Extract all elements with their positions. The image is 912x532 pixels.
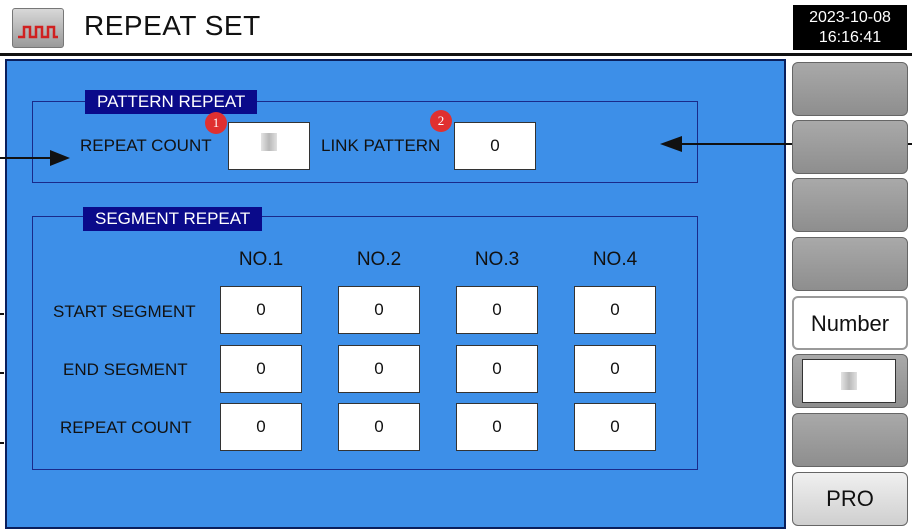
column-header-no2: NO.2	[356, 249, 402, 270]
start-segment-field-1[interactable]: 0	[220, 286, 302, 334]
badge-2: 2	[430, 110, 452, 132]
app-logo-icon[interactable]	[12, 8, 64, 48]
annotation-tick-3	[0, 442, 4, 444]
badge-1: 1	[205, 112, 227, 134]
pro-button[interactable]: PRO	[792, 472, 908, 526]
column-header-no3: NO.3	[474, 249, 520, 270]
link-pattern-field[interactable]: 0	[454, 122, 536, 170]
segment-repeat-count-field-4[interactable]: 0	[574, 403, 656, 451]
pro-button-label: PRO	[826, 486, 874, 511]
side-button-7[interactable]	[792, 413, 908, 467]
start-segment-field-3[interactable]: 0	[456, 286, 538, 334]
segment-repeat-count-field-1[interactable]: 0	[220, 403, 302, 451]
annotation-arrowhead-right	[660, 136, 682, 152]
annotation-tick-1	[0, 313, 4, 315]
main-panel: PATTERN REPEAT REPEAT COUNT 1 LINK PATTE…	[5, 59, 786, 529]
segment-repeat-count-field-2[interactable]: 0	[338, 403, 420, 451]
number-value-panel[interactable]	[792, 354, 908, 408]
side-button-4[interactable]	[792, 237, 908, 291]
pattern-repeat-title: PATTERN REPEAT	[85, 90, 258, 114]
number-button-label: Number	[810, 311, 890, 336]
date-text: 2023-10-08	[809, 9, 891, 26]
pattern-repeat-group	[32, 101, 698, 183]
end-segment-field-3[interactable]: 0	[456, 345, 538, 393]
annotation-arrow-left	[0, 157, 52, 159]
start-segment-field-4[interactable]: 0	[574, 286, 656, 334]
start-segment-label: START SEGMENT	[53, 302, 196, 321]
column-header-no4: NO.4	[592, 249, 638, 270]
annotation-arrowhead-left	[50, 150, 70, 166]
end-segment-field-2[interactable]: 0	[338, 345, 420, 393]
end-segment-field-4[interactable]: 0	[574, 345, 656, 393]
number-value-field[interactable]	[802, 359, 896, 403]
link-pattern-label: LINK PATTERN	[321, 136, 441, 155]
masked-number	[841, 372, 857, 390]
side-button-3[interactable]	[792, 178, 908, 232]
header-bar: REPEAT SET 2023-10-08 16:16:41	[0, 0, 912, 56]
end-segment-label: END SEGMENT	[63, 360, 188, 379]
repeat-count-field[interactable]	[228, 122, 310, 170]
datetime-display: 2023-10-08 16:16:41	[793, 5, 907, 50]
annotation-tick-2	[0, 372, 4, 374]
column-header-no1: NO.1	[238, 249, 284, 270]
side-button-2[interactable]	[792, 120, 908, 174]
time-text: 16:16:41	[818, 29, 882, 46]
repeat-count-label: REPEAT COUNT	[80, 136, 212, 155]
masked-value	[261, 133, 277, 151]
end-segment-field-1[interactable]: 0	[220, 345, 302, 393]
segment-repeat-count-label: REPEAT COUNT	[60, 418, 192, 437]
number-button[interactable]: Number	[792, 296, 908, 350]
page-title: REPEAT SET	[84, 10, 261, 41]
side-button-1[interactable]	[792, 62, 908, 116]
segment-repeat-count-field-3[interactable]: 0	[456, 403, 538, 451]
start-segment-field-2[interactable]: 0	[338, 286, 420, 334]
segment-repeat-group	[32, 216, 698, 470]
segment-repeat-title: SEGMENT REPEAT	[83, 207, 263, 231]
